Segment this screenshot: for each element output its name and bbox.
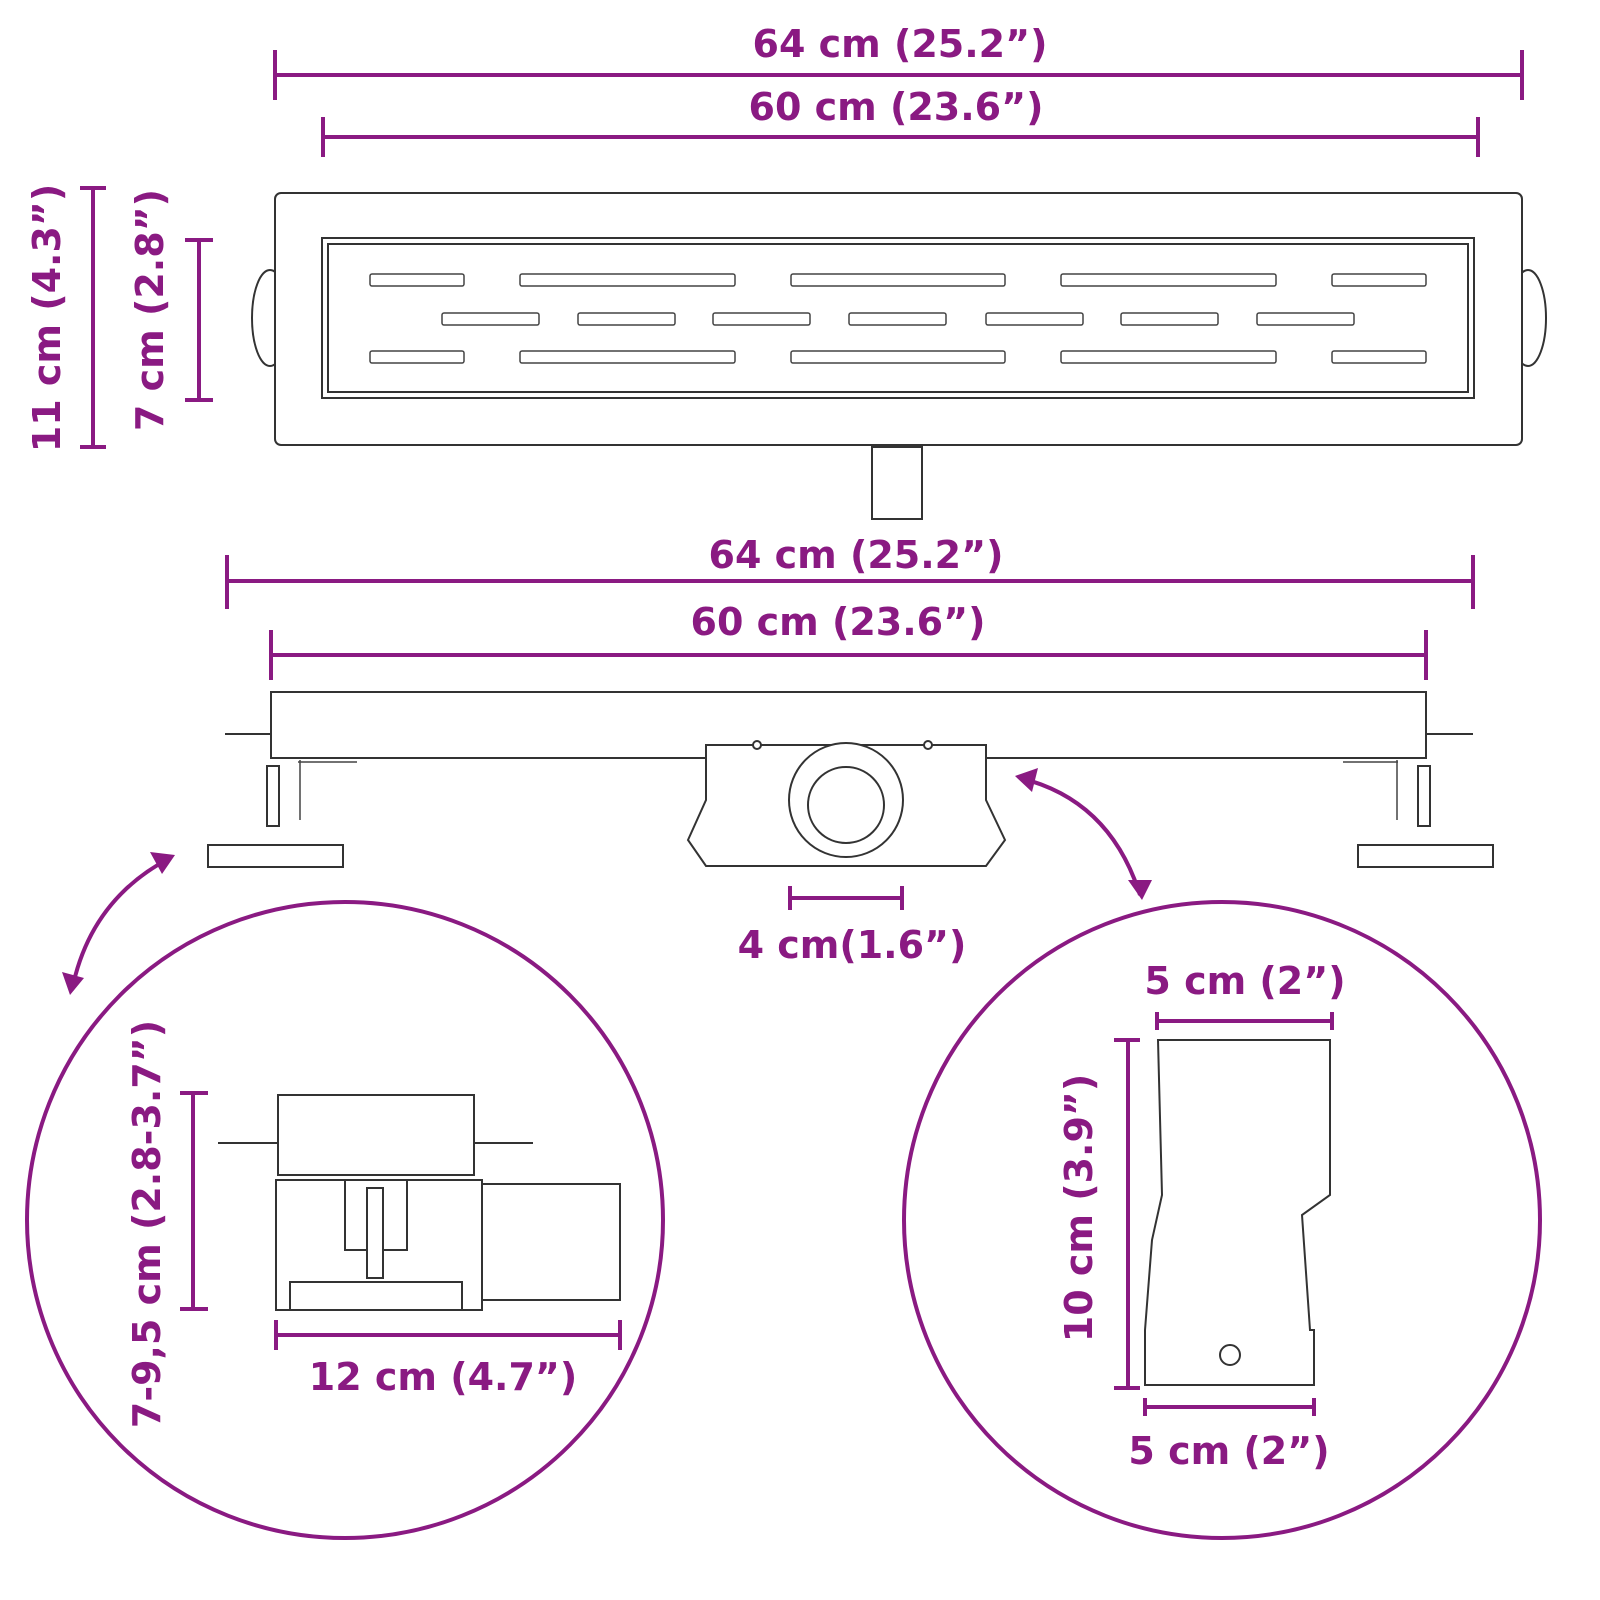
top-overall-width-dimension: 11 cm (4.3”) bbox=[25, 184, 106, 453]
height-range-label: 7-9,5 cm (2.8-3.7”) bbox=[125, 1020, 169, 1428]
depth-dimension: 12 cm (4.7”) bbox=[274, 1320, 622, 1399]
outlet-diameter-label: 4 cm(1.6”) bbox=[738, 923, 967, 967]
side-grate-length-dimension: 60 cm (23.6”) bbox=[269, 600, 1428, 680]
detail-circle-right: 5 cm (2”) 10 cm (3.9”) 5 cm (2”) bbox=[902, 900, 1542, 1540]
bottom-width-dimension: 5 cm (2”) bbox=[1128, 1398, 1330, 1473]
rotate-arrow-left bbox=[62, 852, 175, 995]
height-range-dimension: 7-9,5 cm (2.8-3.7”) bbox=[125, 1020, 208, 1428]
top-grate-width-label: 7 cm (2.8”) bbox=[128, 189, 172, 431]
drain-top-view bbox=[251, 192, 1547, 520]
top-width-dimension: 5 cm (2”) bbox=[1144, 959, 1346, 1030]
top-overall-length-dimension: 64 cm (25.2”) bbox=[273, 22, 1524, 100]
drain-side-view bbox=[207, 691, 1494, 868]
depth-label: 12 cm (4.7”) bbox=[309, 1355, 578, 1399]
outlet-height-dimension: 10 cm (3.9”) bbox=[1057, 1038, 1140, 1390]
outlet-diameter-dimension: 4 cm(1.6”) bbox=[738, 886, 967, 967]
side-overall-length-dimension: 64 cm (25.2”) bbox=[225, 533, 1475, 609]
detail-circle-left: 7-9,5 cm (2.8-3.7”) 12 cm (4.7”) bbox=[25, 900, 665, 1540]
top-overall-length-label: 64 cm (25.2”) bbox=[753, 22, 1048, 66]
top-overall-width-label: 11 cm (4.3”) bbox=[25, 184, 69, 453]
rotate-arrow-right bbox=[1015, 768, 1152, 900]
drain-cross-section bbox=[218, 1094, 621, 1311]
side-grate-length-label: 60 cm (23.6”) bbox=[691, 600, 986, 644]
outlet-profile bbox=[1144, 1039, 1331, 1386]
outlet-height-label: 10 cm (3.9”) bbox=[1057, 1074, 1101, 1343]
top-grate-length-dimension: 60 cm (23.6”) bbox=[321, 85, 1480, 157]
top-grate-length-label: 60 cm (23.6”) bbox=[749, 85, 1044, 129]
top-width-label: 5 cm (2”) bbox=[1144, 959, 1345, 1003]
top-grate-width-dimension: 7 cm (2.8”) bbox=[128, 189, 213, 431]
side-overall-length-label: 64 cm (25.2”) bbox=[709, 533, 1004, 577]
bottom-width-label: 5 cm (2”) bbox=[1128, 1429, 1329, 1473]
